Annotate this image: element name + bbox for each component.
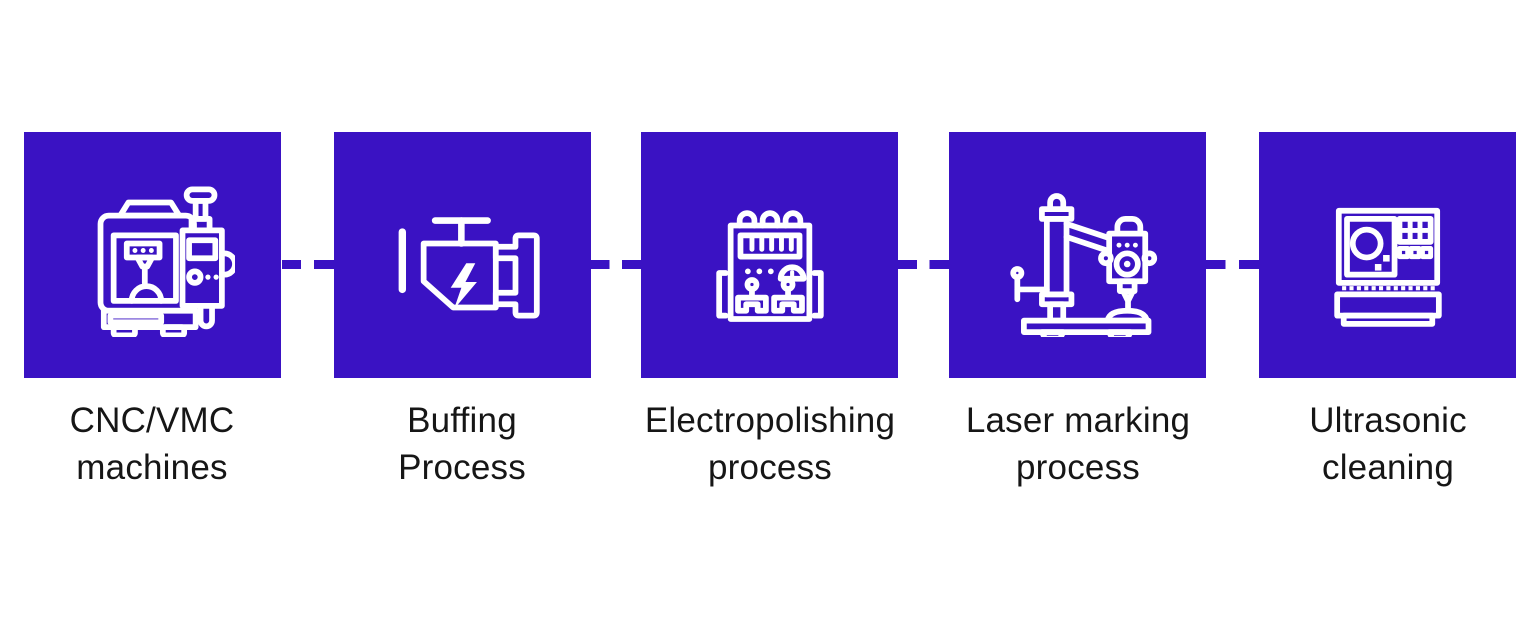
- ultrasonic-cleaner-icon: [1333, 207, 1442, 327]
- dashed-connector: [591, 260, 641, 269]
- engine-icon: [398, 217, 540, 319]
- step-label-electropolishing: Electropolishing process: [644, 401, 896, 487]
- step-tile-cnc-vmc: [24, 132, 281, 378]
- step-label-cnc-vmc: CNC/VMC machines: [69, 401, 235, 487]
- cnc-machine-icon: [97, 186, 235, 337]
- dashed-connector: [282, 260, 334, 269]
- step-tile-ultrasonic: [1259, 132, 1516, 378]
- step-tile-electropolishing: [641, 132, 898, 378]
- dashed-connector: [1206, 260, 1259, 269]
- step-tile-buffing: [334, 132, 591, 378]
- step-tile-laser-marking: [949, 132, 1206, 378]
- dashed-connector: [898, 260, 949, 269]
- step-label-laser-marking: Laser marking process: [965, 401, 1191, 487]
- laser-marking-machine-icon: [1009, 193, 1157, 337]
- electropolishing-machine-icon: [715, 210, 824, 322]
- step-label-buffing: Buffing Process: [398, 401, 526, 487]
- step-label-ultrasonic: Ultrasonic cleaning: [1309, 401, 1467, 487]
